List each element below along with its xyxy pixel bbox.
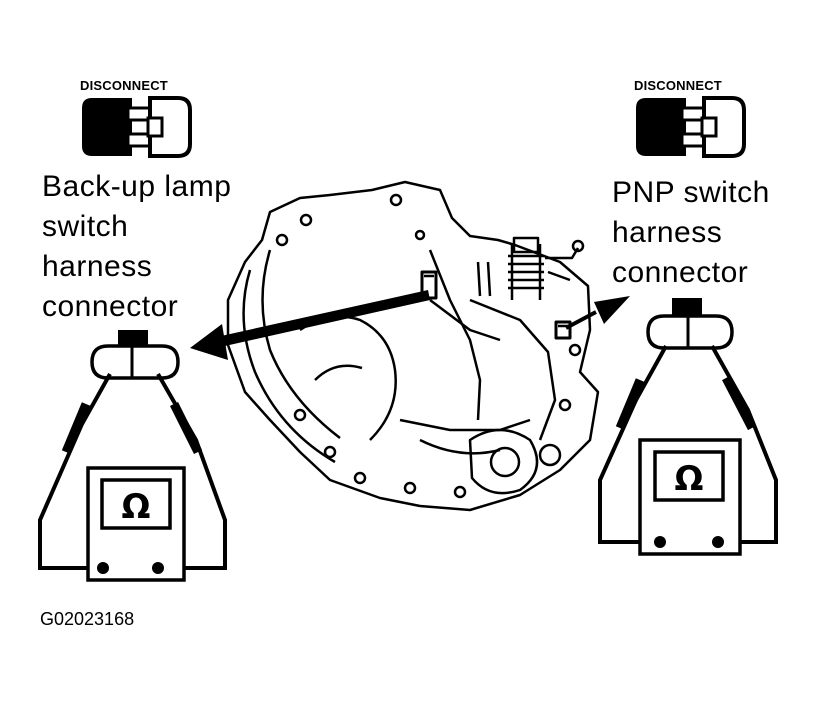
right-leader-arrow <box>565 296 630 330</box>
ohm-symbol-right: Ω <box>675 459 704 499</box>
left-leader-arrow <box>190 290 430 360</box>
left-connector-label: Back-up lamp switch harness connector <box>42 170 231 323</box>
disconnect-label-right: DISCONNECT <box>634 78 722 93</box>
left-label-line-1: Back-up lamp <box>42 170 231 203</box>
right-label-line-3: connector <box>612 256 748 289</box>
disconnect-label-left: DISCONNECT <box>80 78 168 93</box>
disconnect-connector-icon-left: DISCONNECT <box>80 78 192 158</box>
right-ohmmeter-setup: Ω <box>598 298 778 556</box>
right-label-line-2: harness <box>612 216 722 249</box>
ohmmeter-icon-right: Ω <box>638 438 742 556</box>
left-ohmmeter-setup: Ω <box>38 330 227 582</box>
right-connector-label: PNP switch harness connector <box>612 176 770 289</box>
figure-id: G02023168 <box>40 609 134 629</box>
transaxle-illustration <box>226 180 600 512</box>
right-label-line-1: PNP switch <box>612 176 770 209</box>
left-label-line-4: connector <box>42 290 178 323</box>
left-label-line-3: harness <box>42 250 152 283</box>
ohm-symbol-left: Ω <box>122 487 151 527</box>
disconnect-connector-icon-right: DISCONNECT <box>634 78 746 158</box>
left-label-line-2: switch <box>42 210 128 243</box>
ohmmeter-icon-left: Ω <box>86 466 186 582</box>
